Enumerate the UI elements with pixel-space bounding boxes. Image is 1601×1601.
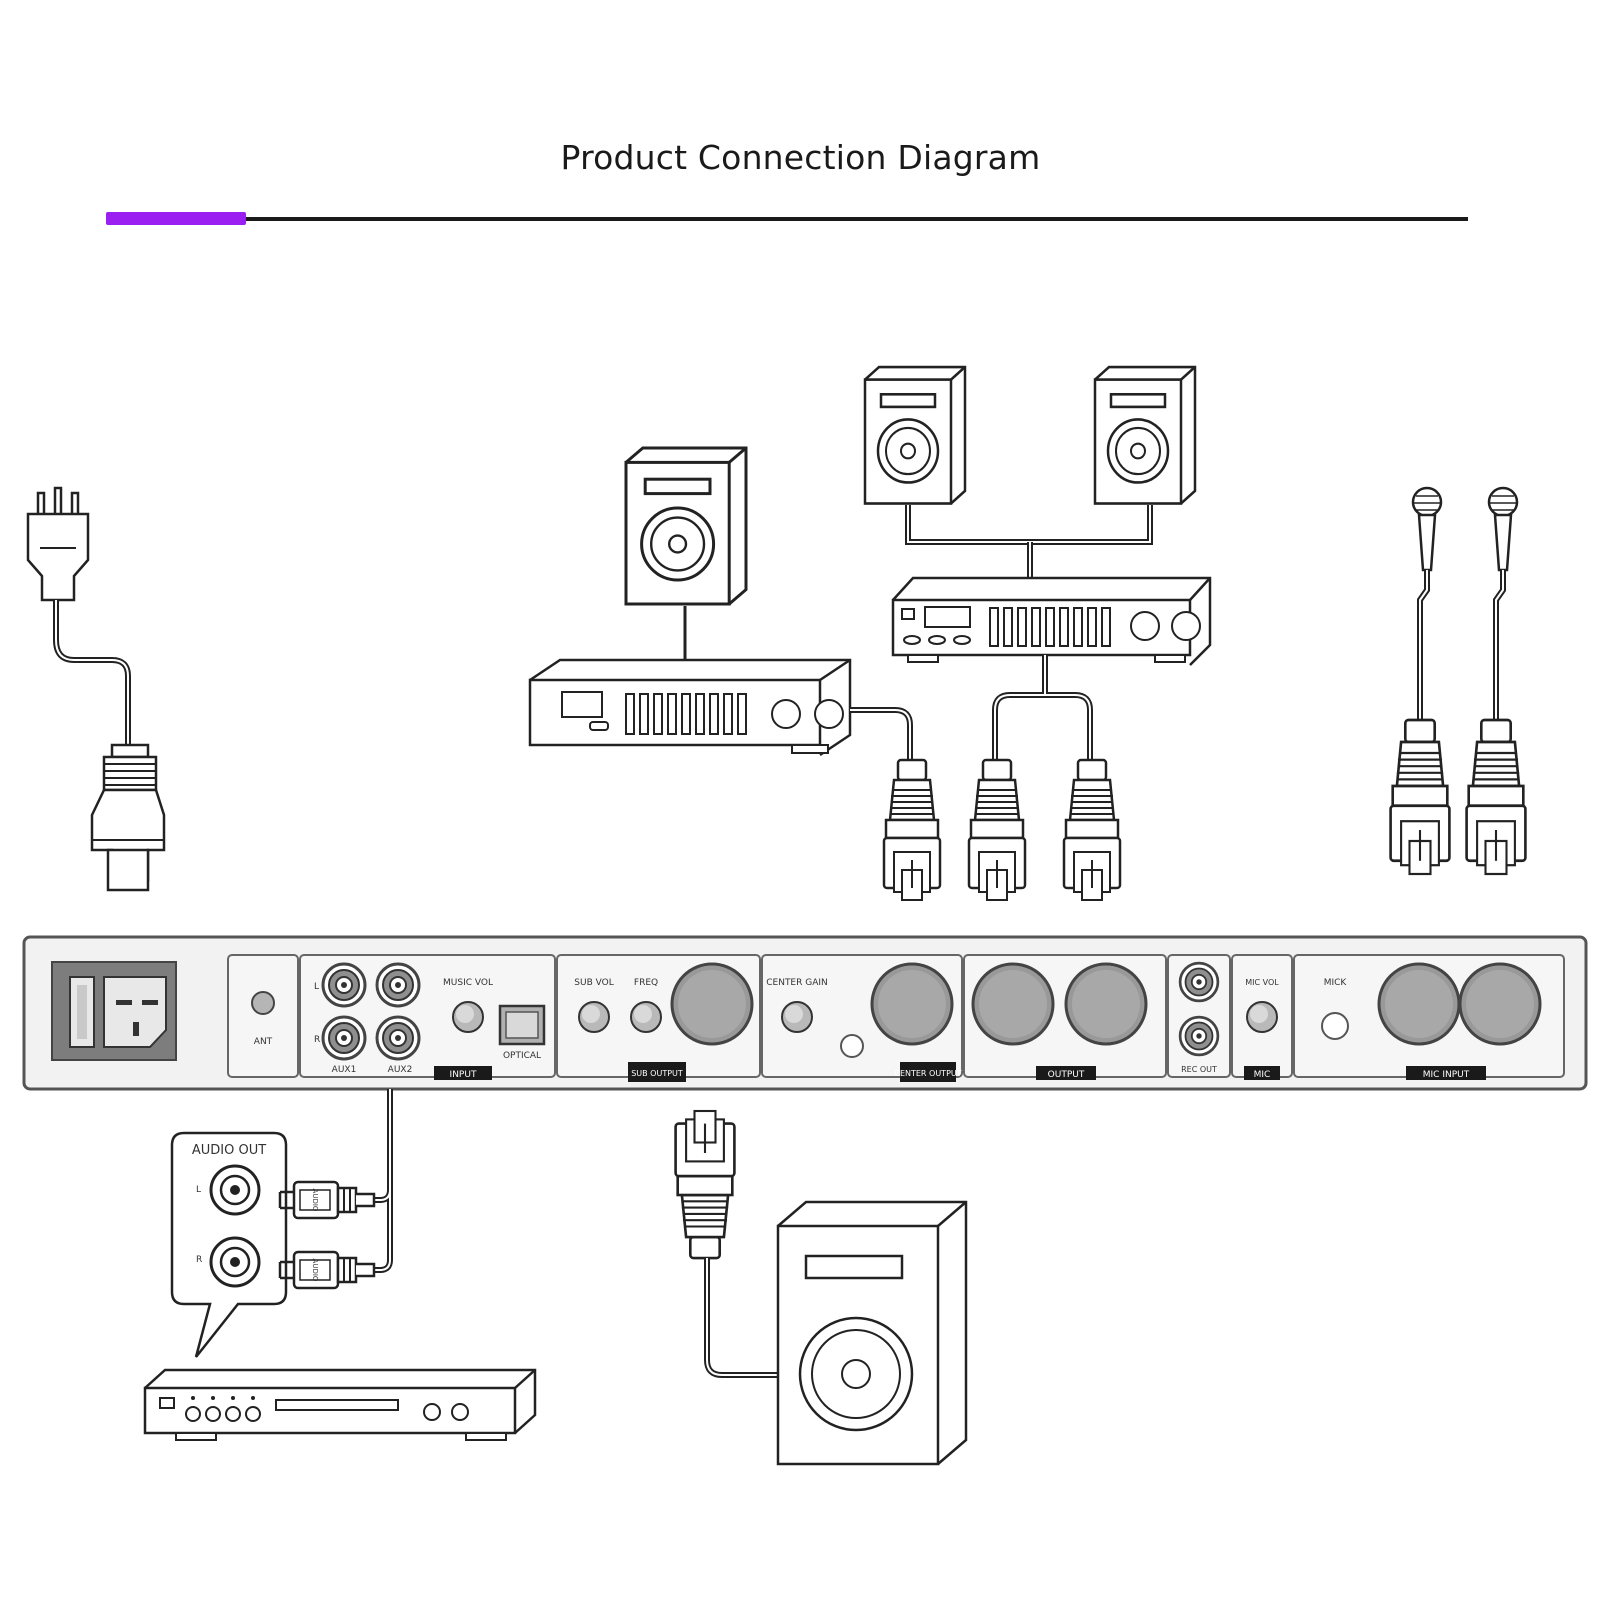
audio-out-title: AUDIO OUT <box>192 1143 266 1158</box>
sub-output-badge: SUB OUTPUT <box>631 1069 683 1078</box>
l-label: L <box>314 982 319 992</box>
mick-label: MICK <box>1324 978 1348 988</box>
xlr-plug-output-right <box>1062 758 1122 902</box>
sub-vol-label: SUB VOL <box>574 978 613 988</box>
page-title: Product Connection Diagram <box>560 138 1041 177</box>
audio-out-l-label: L <box>196 1185 201 1195</box>
r-label: R <box>314 1035 320 1045</box>
output-badge: OUTPUT <box>1048 1070 1085 1080</box>
rca-plug-right: AUDIO <box>278 1250 376 1290</box>
audio-out-callout: AUDIO OUT L R <box>170 1131 288 1358</box>
center-gain-label: CENTER GAIN <box>766 978 828 988</box>
sub-speaker <box>624 446 748 606</box>
dvd-player <box>143 1368 537 1441</box>
audio-out-r-label: R <box>196 1255 202 1265</box>
subwoofer-speaker <box>776 1200 968 1466</box>
xlr-plug-center <box>882 758 942 902</box>
title-underline <box>106 217 1468 221</box>
device-panel: ANT L R AUX1 AUX2 MUSIC VOL OPTICAL INPU… <box>22 935 1588 1091</box>
mic-vol-label: MIC VOL <box>1245 978 1279 987</box>
aux1-label: AUX1 <box>332 1065 357 1075</box>
rec-out-label: REC OUT <box>1181 1065 1217 1074</box>
sub-output-xlr-plug <box>674 1109 736 1260</box>
rca-plug-l-label: AUDIO <box>311 1189 319 1212</box>
freq-label: FREQ <box>634 978 658 988</box>
left-main-speaker <box>863 365 967 505</box>
music-vol-label: MUSIC VOL <box>443 978 493 988</box>
aux2-label: AUX2 <box>388 1065 413 1075</box>
microphone-2 <box>1465 486 1527 876</box>
power-connector <box>90 743 166 892</box>
main-amplifier <box>891 576 1212 666</box>
center-output-badge: CENTER OUTPUT <box>894 1069 961 1078</box>
mic-badge: MIC <box>1254 1070 1271 1080</box>
mic-input-badge: MIC INPUT <box>1423 1070 1470 1080</box>
right-main-speaker <box>1093 365 1197 505</box>
title-accent-bar <box>106 212 246 225</box>
input-badge: INPUT <box>450 1070 477 1080</box>
microphone-1 <box>1389 486 1451 876</box>
sub-amplifier <box>528 658 852 757</box>
rca-plug-r-label: AUDIO <box>311 1259 319 1282</box>
xlr-plug-output-left <box>967 758 1027 902</box>
optical-label: OPTICAL <box>503 1051 541 1061</box>
ant-label: ANT <box>254 1037 273 1047</box>
power-plug <box>26 486 131 745</box>
rca-plug-left: AUDIO <box>278 1180 376 1220</box>
